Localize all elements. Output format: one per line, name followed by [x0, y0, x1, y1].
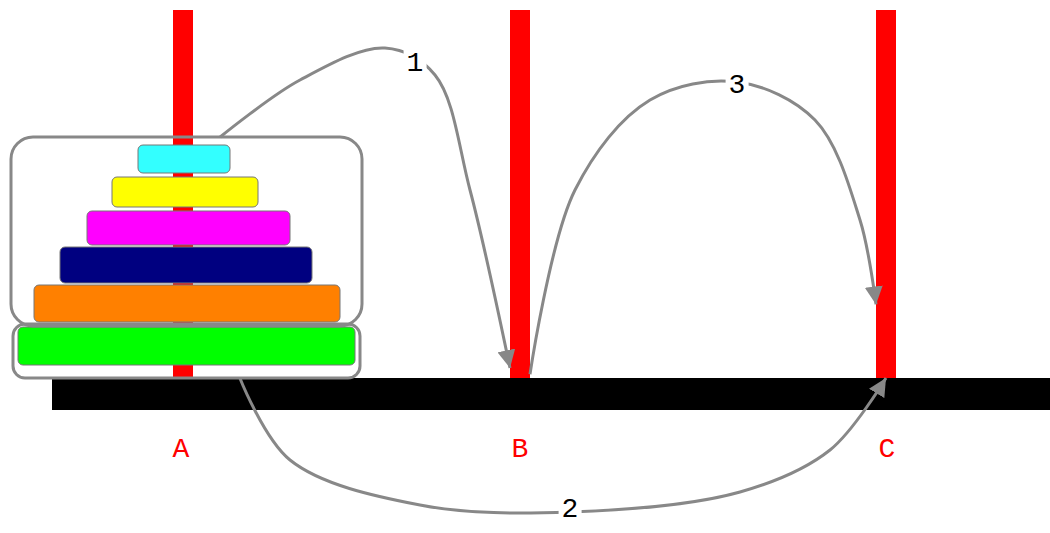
move-arrow	[220, 48, 510, 368]
disk	[34, 285, 340, 322]
disk	[112, 177, 258, 207]
disk	[18, 327, 355, 365]
move-arrow	[240, 378, 886, 513]
peg	[510, 10, 530, 378]
callout-number: 2	[559, 496, 582, 524]
peg-label: B	[512, 436, 529, 464]
peg: C	[876, 10, 896, 378]
group-outline	[11, 137, 362, 326]
peg-label: C	[879, 436, 896, 464]
disk-stack: A	[10, 137, 362, 378]
group-outline	[13, 324, 360, 378]
peg	[876, 10, 896, 378]
callout-number: 3	[726, 72, 749, 100]
disk	[87, 211, 290, 245]
move-arrow	[530, 81, 876, 374]
base-bar	[52, 378, 1050, 410]
disk	[60, 247, 312, 283]
peg: B	[510, 10, 530, 378]
peg-label: A	[173, 436, 190, 464]
disk	[138, 145, 230, 173]
callout-number: 1	[404, 50, 427, 78]
